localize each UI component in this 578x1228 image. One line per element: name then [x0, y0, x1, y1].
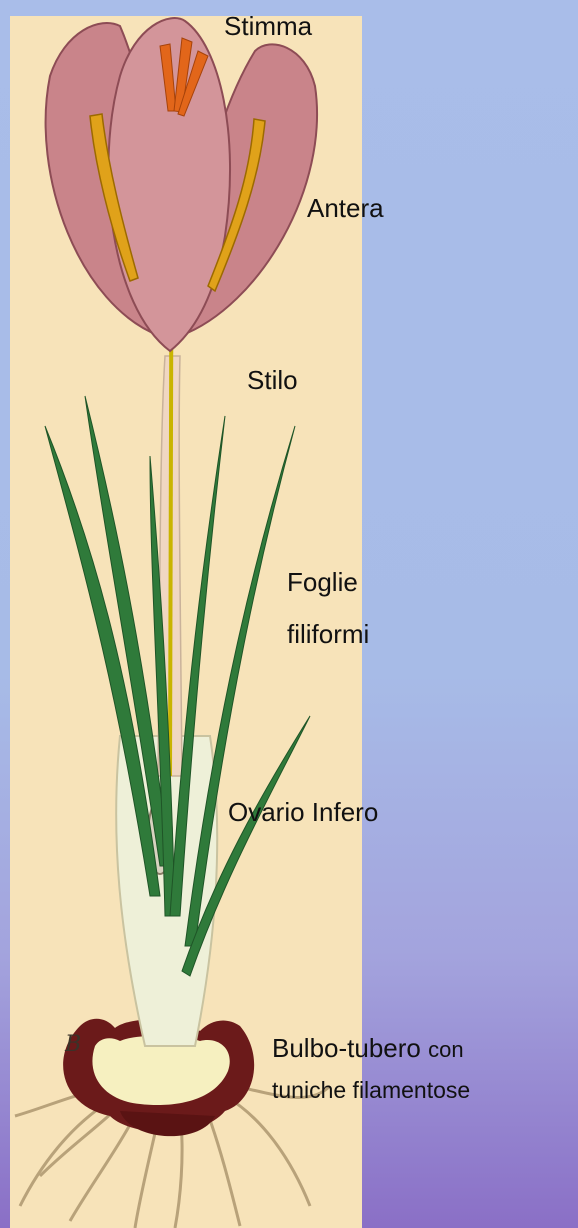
label-bulbo: Bulbo-tubero con: [272, 1032, 464, 1066]
label-antera: Antera: [307, 192, 384, 224]
label-stimma: Stimma: [224, 10, 312, 42]
label-tuniche: tuniche filamentose: [272, 1074, 470, 1106]
label-ovario: Ovario Infero: [228, 796, 378, 828]
label-bulbo-main: Bulbo-tubero: [272, 1033, 421, 1063]
plate-letter: B: [65, 1032, 81, 1057]
label-bulbo-con: con: [428, 1037, 463, 1062]
label-filiformi: filiformi: [287, 618, 369, 650]
label-foglie: Foglie: [287, 566, 358, 598]
label-stilo: Stilo: [247, 364, 298, 396]
